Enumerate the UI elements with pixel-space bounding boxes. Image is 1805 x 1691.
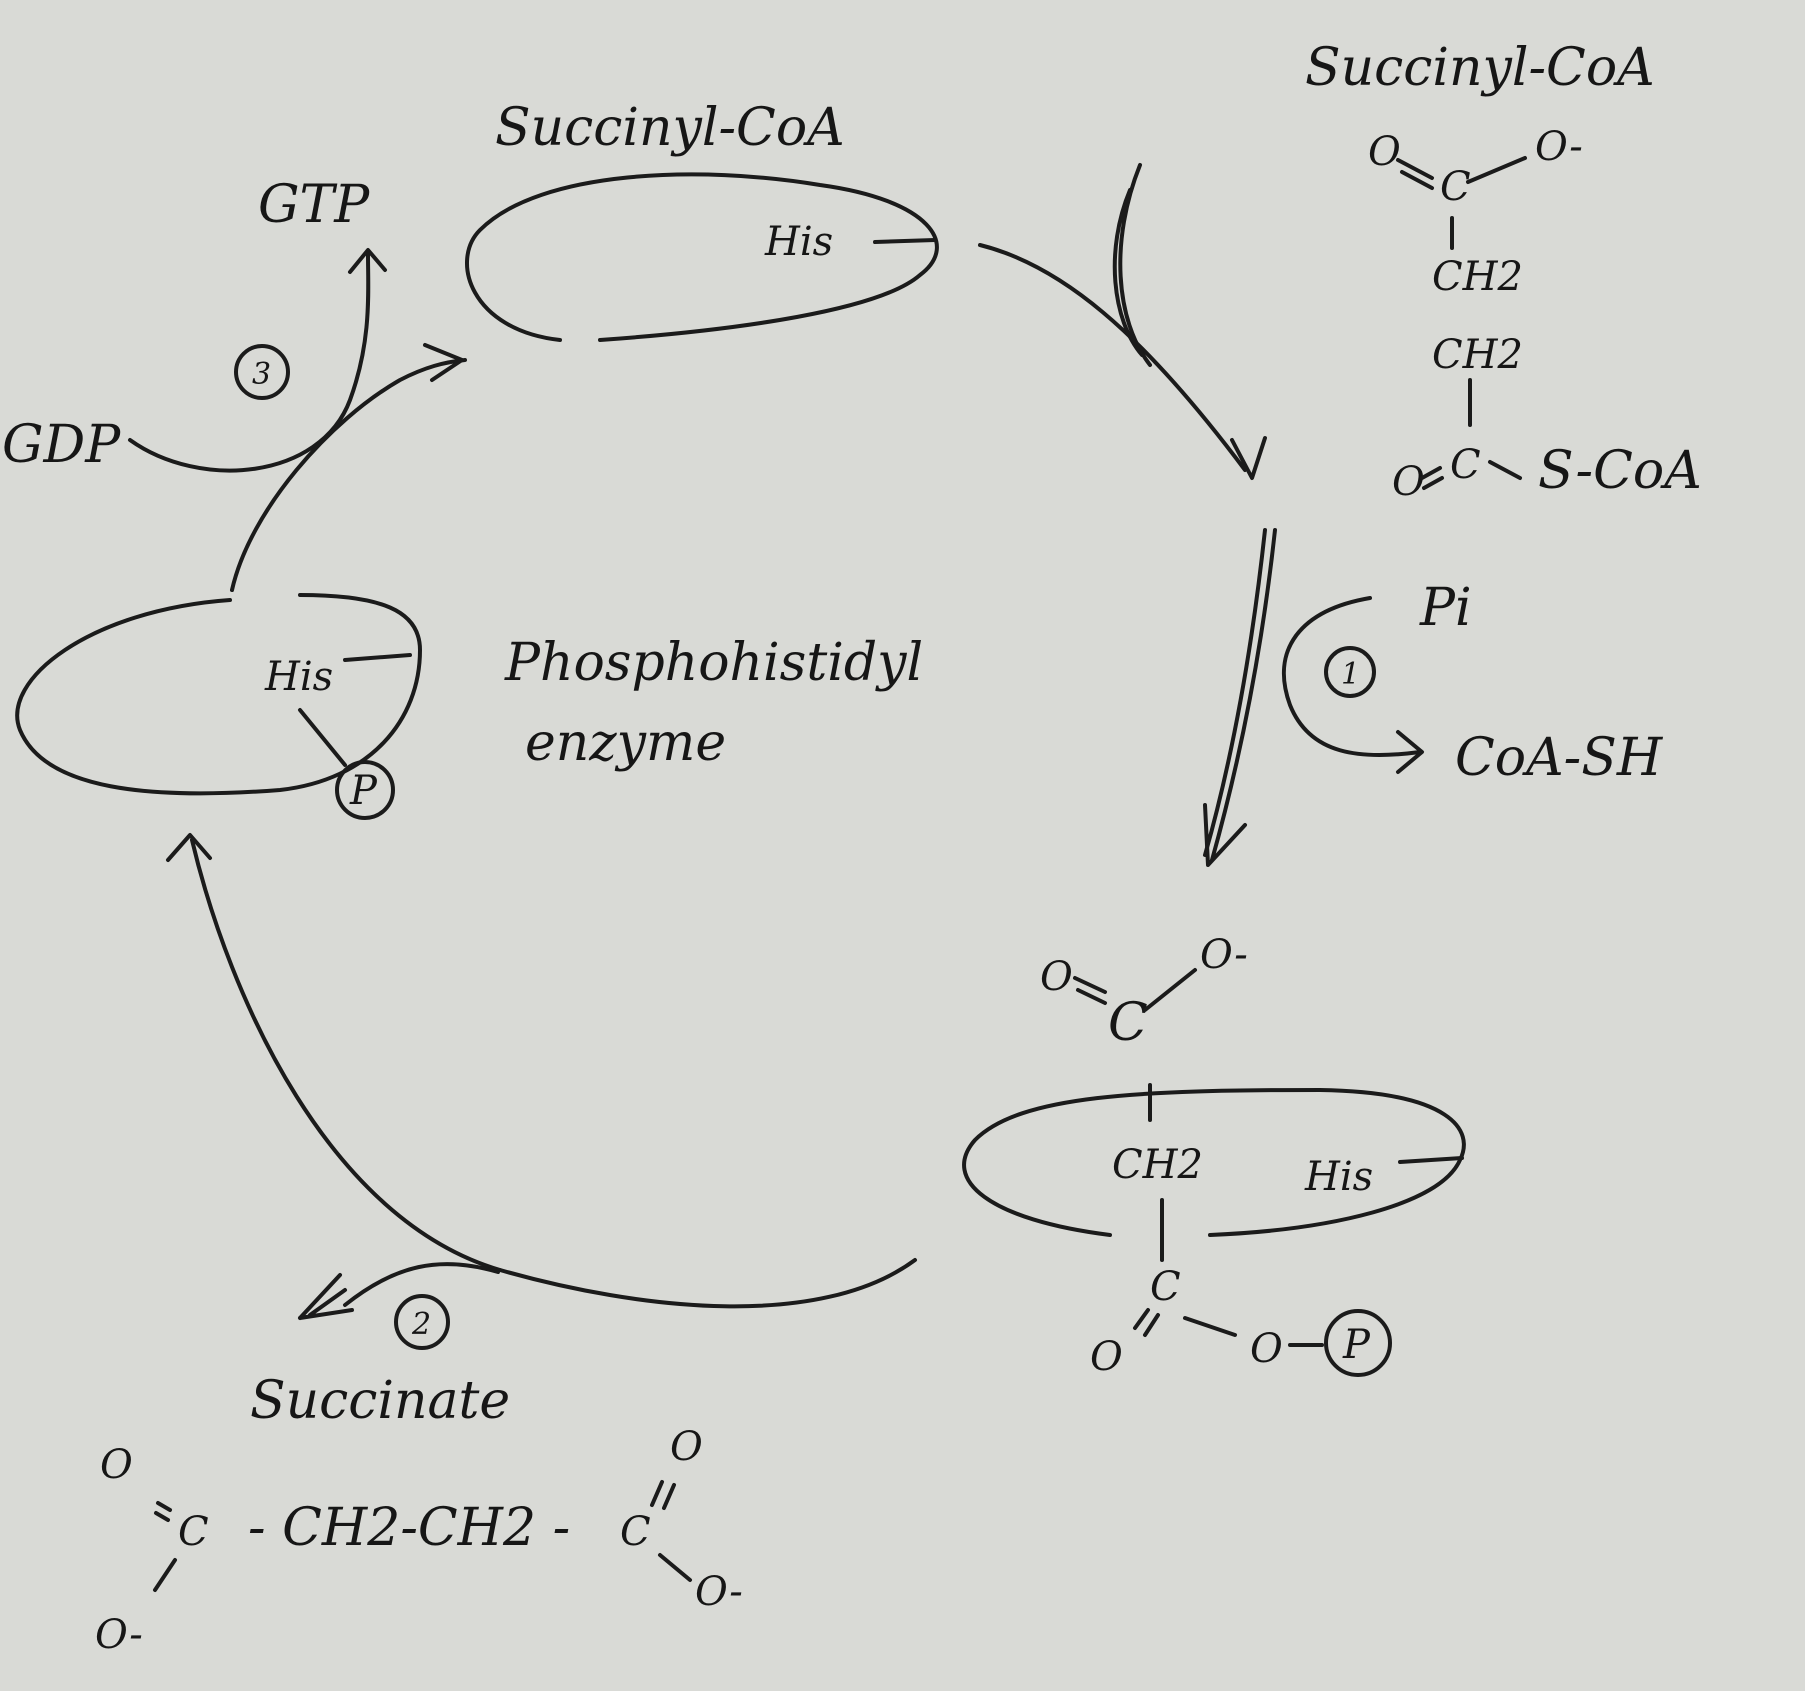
step3-arrow xyxy=(128,253,371,473)
step-barrier xyxy=(1112,163,1152,367)
sc-o-minus: O- xyxy=(1535,124,1583,170)
int-o-link: O xyxy=(1250,1326,1283,1372)
sc-carbon: C xyxy=(1440,164,1471,210)
step3-arrowhead xyxy=(348,248,387,274)
coa-sh-label: CoA-SH xyxy=(1455,728,1664,788)
phosphate-circle xyxy=(335,760,395,820)
int-bond-o-minus xyxy=(1143,968,1197,1012)
enzyme-top-his-bond xyxy=(873,238,937,244)
sc-double-bond xyxy=(1396,158,1434,190)
enzyme-top-title: Succinyl-CoA xyxy=(495,98,845,158)
step1-main-arrow xyxy=(1210,528,1277,862)
sc-o-acyl: O xyxy=(1392,459,1425,505)
sc-ch2-b: CH2 xyxy=(1432,332,1523,378)
phosphate-label: P xyxy=(349,768,378,814)
gdp-label: GDP xyxy=(2,415,121,475)
sc-bond-scoa xyxy=(1488,460,1522,480)
sc-carbon-acyl: C xyxy=(1450,442,1481,488)
step2-branch xyxy=(343,1262,500,1307)
enzyme-top-his: His xyxy=(764,219,833,265)
sc-scoa: S-CoA xyxy=(1538,441,1702,501)
pi-label: Pi xyxy=(1419,578,1472,638)
step1-main-arrowhead xyxy=(1203,803,1247,867)
step2-arrow xyxy=(498,1258,917,1309)
sc-ch2-a: CH2 xyxy=(1432,254,1523,300)
regenerate-arrowhead xyxy=(423,343,464,382)
step2-to-left-arrowhead xyxy=(166,833,212,862)
succ-double-bond-right xyxy=(650,1480,676,1510)
enzyme-br-ch2: CH2 xyxy=(1112,1142,1203,1188)
int-carbon-top: C xyxy=(1108,993,1148,1053)
succ-o-minus-right: O- xyxy=(695,1569,743,1615)
int-carbon-bottom: C xyxy=(1150,1264,1181,1310)
succ-o-minus-left: O- xyxy=(95,1612,143,1658)
int-double-bond-top xyxy=(1073,976,1107,1005)
arrow-to-step1-head xyxy=(1230,436,1267,480)
succ-chain: - CH2-CH2 - xyxy=(248,1498,570,1558)
enzyme-label: enzyme xyxy=(525,713,726,773)
step2-to-left-arrow xyxy=(190,838,502,1272)
int-phosphate-circle xyxy=(1324,1309,1392,1377)
succinate-title: Succinate xyxy=(250,1371,510,1431)
phosphate-bond xyxy=(298,708,347,767)
succinyl-coa-title: Succinyl-CoA xyxy=(1305,38,1655,98)
sc-bond-o-minus xyxy=(1466,156,1527,184)
enzyme-br-his: His xyxy=(1304,1154,1373,1200)
succ-c-left: C xyxy=(178,1509,209,1555)
sc-o-double: O xyxy=(1368,129,1401,175)
enzyme-br-ellipse xyxy=(962,1088,1466,1237)
step3-number-circle xyxy=(234,344,290,400)
int-double-bond-bottom xyxy=(1133,1308,1160,1337)
int-o-minus: O- xyxy=(1200,932,1248,978)
gtp-label: GTP xyxy=(258,175,370,235)
int-bond-o-link xyxy=(1183,1316,1237,1337)
succ-o-top-left: O xyxy=(100,1442,133,1488)
enzyme-left-his: His xyxy=(264,654,333,700)
step2-number: 2 xyxy=(411,1307,431,1342)
step1-number: 1 xyxy=(1341,657,1360,692)
succ-c-right: C xyxy=(620,1509,651,1555)
succ-bond-left-minus xyxy=(153,1558,177,1592)
enzyme-top-ellipse xyxy=(465,172,939,342)
step1-main-arrow-extra xyxy=(1203,528,1267,857)
step1-branch-arrow xyxy=(1281,596,1422,758)
step2-number-circle xyxy=(394,1294,450,1350)
step3-number: 3 xyxy=(252,357,271,392)
step1-number-circle xyxy=(1324,646,1376,698)
phosphohistidyl-label: Phosphohistidyl xyxy=(504,633,923,693)
regenerate-arrow xyxy=(230,358,467,592)
enzyme-br-his-bond xyxy=(1398,1156,1464,1164)
enzyme-left-his-bond xyxy=(343,653,412,662)
step2-branch-head xyxy=(298,1273,354,1320)
int-phosphate-label: P xyxy=(1342,1322,1371,1368)
step1-branch-arrowhead xyxy=(1396,730,1424,774)
enzyme-left-ellipse xyxy=(15,593,422,796)
int-o-double: O xyxy=(1040,954,1073,1000)
arrow-to-step1 xyxy=(978,243,1247,472)
int-o-bottom: O xyxy=(1090,1334,1123,1380)
succ-o-top-right: O xyxy=(670,1424,703,1470)
sc-acyl-double-bond xyxy=(1420,466,1444,490)
succ-bond-right-minus xyxy=(658,1553,692,1582)
succ-double-bond-left xyxy=(154,1501,172,1522)
